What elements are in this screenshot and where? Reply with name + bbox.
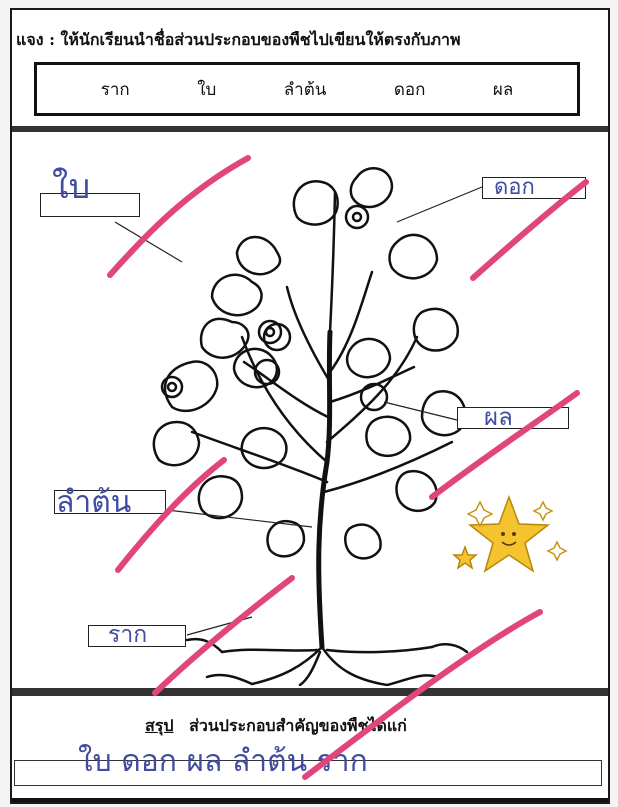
answer-flower: ดอก	[494, 177, 535, 199]
word-bank-item-leaf: ใบ	[197, 76, 216, 103]
summary-label: สรุป	[145, 716, 174, 735]
answer-fruit: ผล	[484, 405, 513, 429]
instruction-text: แจง : ให้นักเรียนนำชื่อส่วนประกอบของพืชไ…	[16, 28, 461, 53]
word-bank-item-fruit: ผล	[493, 76, 513, 103]
summary-answer-text: ใบ ดอก ผล ลำต้น ราก	[78, 738, 368, 785]
word-bank-item-flower: ดอก	[394, 76, 426, 103]
label-box-fruit[interactable]	[457, 407, 569, 429]
word-bank-item-stem: ลำต้น	[284, 76, 327, 103]
word-bank: ราก ใบ ลำต้น ดอก ผล	[34, 62, 580, 116]
answer-root: ราก	[108, 624, 147, 647]
answer-stem: ลำต้น	[56, 488, 131, 518]
bottom-divider	[12, 688, 608, 696]
sheet-bottom-border	[12, 798, 608, 802]
word-bank-item-root: ราก	[101, 76, 130, 103]
answer-leaf: ใบ	[52, 170, 90, 204]
summary-prompt: สรุป ส่วนประกอบสำคัญของพืชได้แก่	[145, 714, 407, 739]
summary-text: ส่วนประกอบสำคัญของพืชได้แก่	[189, 716, 407, 735]
